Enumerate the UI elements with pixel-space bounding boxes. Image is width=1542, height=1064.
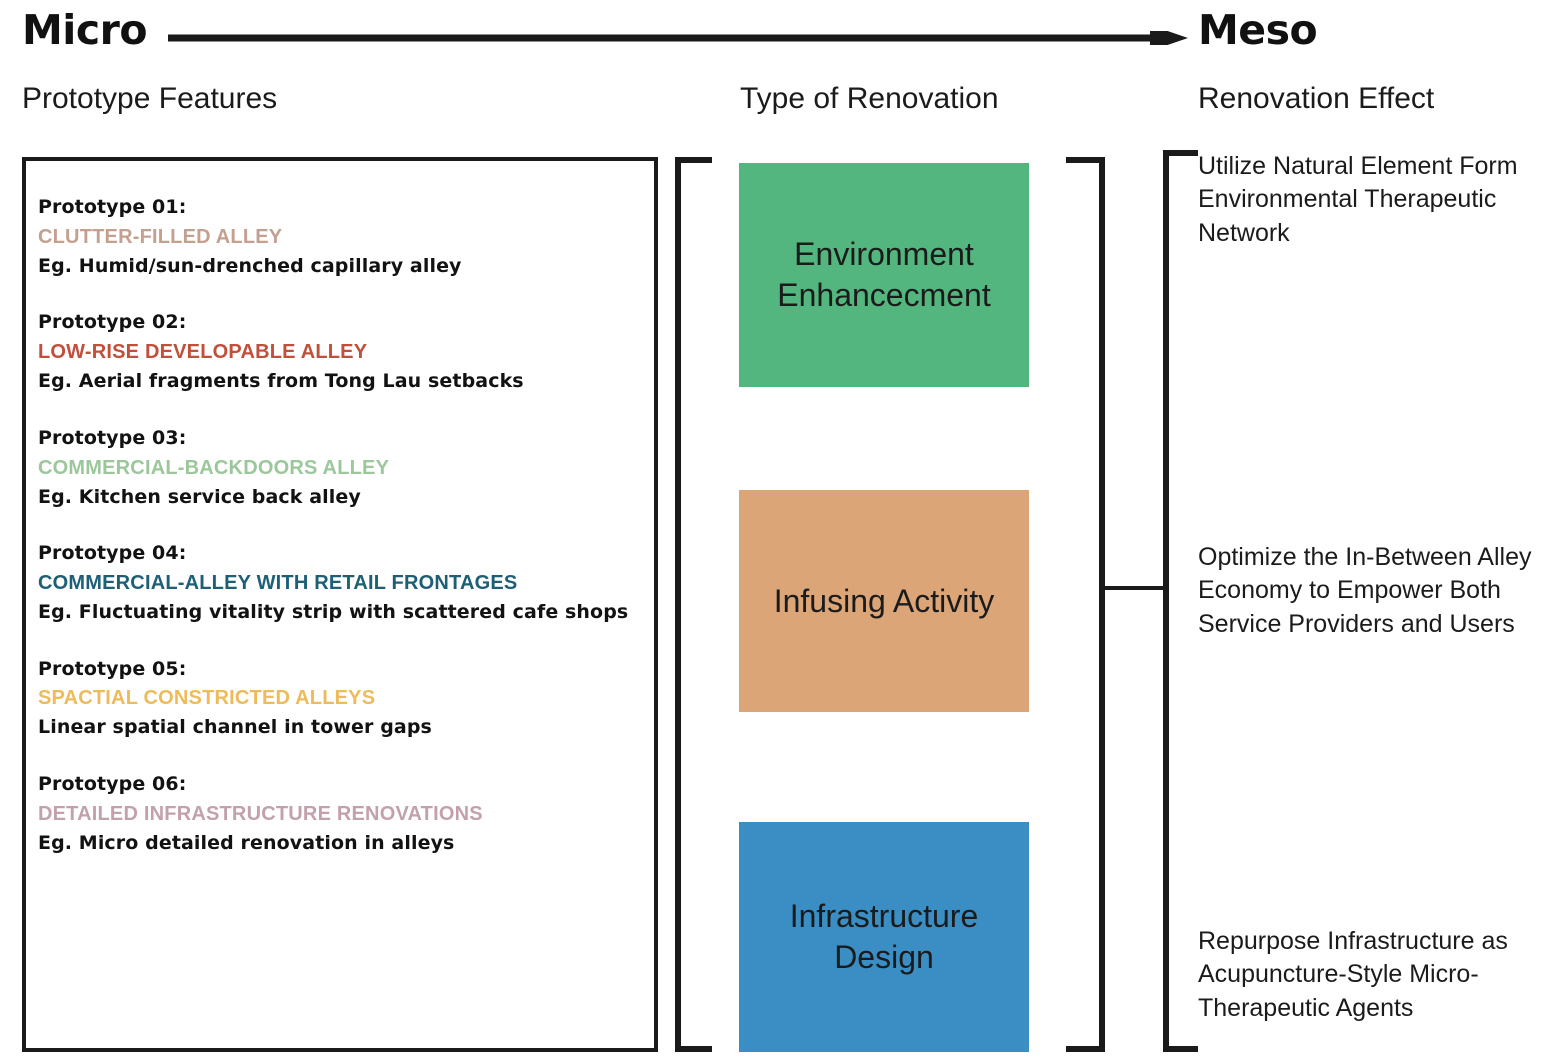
- bracket-effect-group: [1163, 150, 1198, 1052]
- bracket-renovation-to-effect: [1066, 157, 1105, 1052]
- prototype-heading: Prototype 02:: [38, 311, 187, 334]
- renovation-type-box-environment[interactable]: Environment Enhancecment: [739, 163, 1029, 387]
- scale-label-meso: Meso: [1198, 6, 1318, 54]
- list-item: Prototype 04: COMMERCIAL-ALLEY WITH RETA…: [38, 539, 648, 626]
- renovation-type-label: Environment Enhancecment: [777, 236, 991, 313]
- prototype-example: Eg. Aerial fragments from Tong Lau setba…: [38, 370, 524, 393]
- prototype-heading: Prototype 01:: [38, 196, 187, 218]
- list-item: Prototype 03: COMMERCIAL-BACKDOORS ALLEY…: [38, 424, 648, 511]
- list-item: Prototype 02: LOW-RISE DEVELOPABLE ALLEY…: [38, 308, 648, 395]
- list-item: Prototype 06: DETAILED INFRASTRUCTURE RE…: [38, 770, 648, 857]
- prototype-heading: Prototype 06:: [38, 772, 187, 795]
- prototype-features-list: Prototype 01: CLUTTER-FILLED ALLEY Eg. H…: [38, 193, 648, 857]
- prototype-example: Linear spatial channel in tower gaps: [38, 716, 432, 739]
- prototype-example: Eg. Kitchen service back alley: [38, 485, 361, 508]
- right-arrow-icon: [168, 31, 1188, 45]
- prototype-example: Eg. Fluctuating vitality strip with scat…: [38, 601, 629, 623]
- renovation-type-label: Infusing Activity: [773, 582, 995, 619]
- prototype-type-label: COMMERCIAL-ALLEY WITH RETAIL FRONTAGES: [38, 572, 518, 594]
- scale-label-micro: Micro: [22, 6, 148, 54]
- prototype-heading: Prototype 04:: [38, 542, 187, 565]
- prototype-heading: Prototype 05:: [38, 657, 187, 680]
- prototype-example: Eg. Humid/sun-drenched capillary alley: [38, 254, 462, 277]
- list-item: Prototype 01: CLUTTER-FILLED ALLEY Eg. H…: [38, 193, 648, 280]
- bracket-prototype-to-renovation: [675, 157, 712, 1052]
- renovation-type-box-infrastructure[interactable]: Infrastructure Design: [739, 822, 1029, 1052]
- prototype-features-box: [22, 157, 658, 1052]
- prototype-type-label: COMMERCIAL-BACKDOORS ALLEY: [38, 456, 390, 479]
- column-title-type-of-renovation: Type of Renovation: [740, 82, 999, 115]
- prototype-heading: Prototype 03:: [38, 426, 187, 449]
- prototype-type-label: SPACTIAL CONSTRICTED ALLEYS: [38, 687, 376, 710]
- prototype-type-label: DETAILED INFRASTRUCTURE RENOVATIONS: [38, 802, 483, 825]
- renovation-type-label: Infrastructure Design: [789, 898, 979, 975]
- renovation-type-box-activity[interactable]: Infusing Activity: [739, 490, 1029, 712]
- column-title-renovation-effect: Renovation Effect: [1198, 82, 1435, 115]
- prototype-example: Eg. Micro detailed renovation in alleys: [38, 831, 455, 854]
- prototype-type-label: CLUTTER-FILLED ALLEY: [38, 225, 283, 248]
- list-item: Prototype 05: SPACTIAL CONSTRICTED ALLEY…: [38, 655, 648, 742]
- renovation-effect-text-environment: Utilize Natural Element Form Environment…: [1198, 152, 1518, 247]
- renovation-effect-text-economy: Optimize the In-Between Alley Economy to…: [1198, 543, 1532, 638]
- column-title-prototype-features: Prototype Features: [22, 82, 278, 115]
- connector-line: [1105, 586, 1167, 590]
- prototype-type-label: LOW-RISE DEVELOPABLE ALLEY: [38, 341, 368, 364]
- renovation-effect-text-infrastructure: Repurpose Infrastructure as Acupuncture-…: [1198, 927, 1508, 1022]
